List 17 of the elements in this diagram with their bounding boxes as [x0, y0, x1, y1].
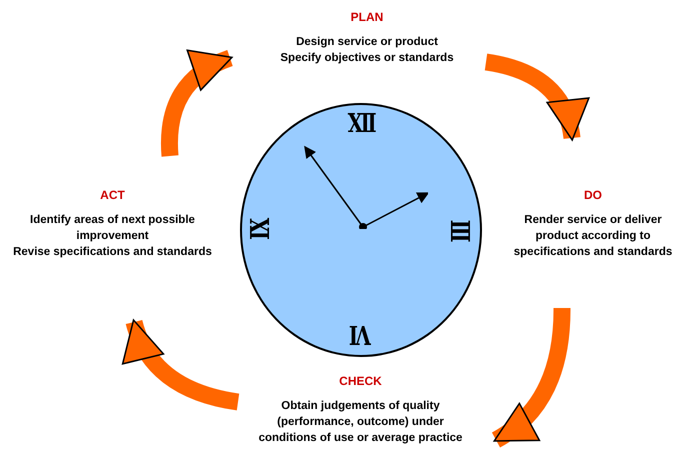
curved-arrow	[484, 54, 588, 141]
stage-description: Identify areas of next possible improvement	[29, 213, 196, 244]
curved-arrow	[124, 319, 240, 410]
curved-arrow	[492, 308, 570, 448]
stage-description: Render service or deliver product according to specifications and standards	[512, 213, 674, 260]
roman-numeral: XII	[348, 111, 374, 137]
stage-description: Specify objectives or standards	[280, 51, 454, 66]
roman-numeral: IX	[248, 220, 274, 240]
stage-description: Revise specifications and standards	[13, 245, 212, 260]
stage-description: Design service or product	[296, 35, 438, 50]
stage-title: DO	[584, 187, 602, 204]
stage-title: PLAN	[350, 9, 384, 26]
roman-numeral: III	[445, 220, 472, 240]
stage-description: Obtain judgements of quality (performance, outcome) under conditions of use or average practice	[258, 399, 463, 446]
stage-title: ACT	[100, 187, 125, 204]
stage-title: CHECK	[339, 373, 382, 390]
roman-numeral: VI	[351, 321, 371, 347]
